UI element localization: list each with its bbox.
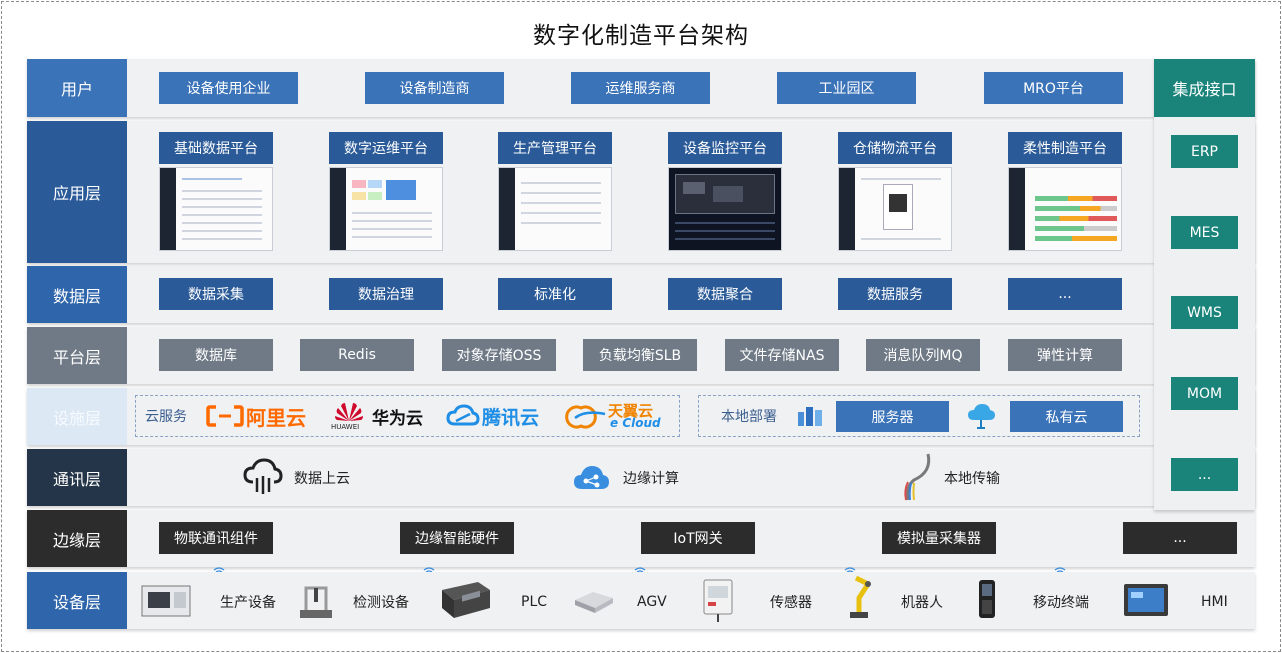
- data-item: 数据服务: [838, 278, 952, 310]
- tencent-cloud-logo-icon: [446, 404, 480, 426]
- device-item: HMI: [1201, 594, 1228, 610]
- data-row-label: 数据层: [27, 266, 127, 323]
- agv-robot-icon: [575, 592, 613, 613]
- integration-item: ERP: [1171, 135, 1238, 168]
- data-row: 数据层 数据采集 数据治理 标准化 数据聚合 数据服务 ...: [27, 266, 1255, 323]
- data-item: 数据聚合: [668, 278, 782, 310]
- platform-item: 数据库: [159, 339, 273, 371]
- industrial-robot-icon: [850, 575, 871, 618]
- user-item: MRO平台: [984, 72, 1123, 104]
- data-item: ...: [1008, 278, 1122, 310]
- app-item: 设备监控平台: [668, 132, 782, 164]
- platform-item: 消息队列MQ: [866, 339, 980, 371]
- comm-item: 边缘计算: [623, 471, 679, 487]
- edge-item: IoT网关: [641, 522, 755, 554]
- tianyi-cloud-logo-icon: [565, 405, 606, 429]
- app-row-label: 应用层: [27, 121, 127, 263]
- app-screenshot: [1008, 167, 1122, 251]
- device-row-label: 设备层: [27, 572, 127, 629]
- app-item: 仓储物流平台: [838, 132, 952, 164]
- device-item: 生产设备: [220, 595, 276, 611]
- data-item: 数据治理: [329, 278, 443, 310]
- platform-item: 负载均衡SLB: [583, 339, 697, 371]
- integration-header: 集成接口: [1154, 59, 1255, 117]
- integration-item: MOM: [1171, 377, 1238, 410]
- comm-item: 本地传输: [944, 471, 1000, 487]
- comm-row: 通讯层: [27, 449, 1255, 506]
- mobile-terminal-icon: [979, 580, 995, 618]
- diagram-title: 数字化制造平台架构: [533, 23, 749, 49]
- platform-item: Redis: [300, 339, 414, 371]
- aliyun-name: 阿里云: [246, 405, 306, 430]
- local-deploy-group: [698, 395, 1140, 437]
- cloud-services-label: 云服务: [145, 409, 187, 425]
- huawei-sub: HUAWEI: [331, 422, 360, 431]
- device-item: 传感器: [770, 595, 812, 611]
- edge-item: 物联通讯组件: [159, 522, 273, 554]
- data-item: 数据采集: [159, 278, 273, 310]
- app-screenshot: [838, 167, 952, 251]
- local-item-private-cloud: 私有云: [1010, 401, 1123, 432]
- plc-module-icon: [442, 582, 490, 618]
- integration-item: ...: [1171, 458, 1238, 491]
- device-row: 设备层: [27, 572, 1255, 629]
- tianyi-name: 天翼云: [608, 401, 654, 420]
- device-item: 机器人: [901, 595, 943, 611]
- platform-item: 弹性计算: [1008, 339, 1122, 371]
- edge-item: 边缘智能硬件: [400, 522, 514, 554]
- aliyun-logo-icon: [206, 405, 244, 427]
- cloud-services-group: [135, 395, 680, 437]
- private-cloud-icon: [968, 404, 995, 429]
- integration-item: MES: [1171, 216, 1238, 249]
- user-item: 工业园区: [777, 72, 916, 104]
- local-item-server: 服务器: [836, 401, 949, 432]
- integration-panel: 集成接口 ERP MES WMS MOM ...: [1154, 59, 1255, 510]
- edge-row-label: 边缘层: [27, 510, 127, 567]
- user-item: 运维服务商: [571, 72, 710, 104]
- edge-row: 边缘层 物联通讯组件 边缘智能硬件 IoT网关 模拟量采集器 ...: [27, 510, 1255, 567]
- app-screenshot: [668, 167, 782, 251]
- infra-row-label: 设施层: [27, 388, 127, 445]
- local-deploy-label: 本地部署: [721, 409, 777, 425]
- data-cloud-upload-icon: [243, 458, 283, 494]
- huawei-name: 华为云: [372, 408, 423, 429]
- local-cable-icon: [904, 453, 931, 501]
- platform-row-label: 平台层: [27, 327, 127, 384]
- comm-item: 数据上云: [294, 471, 350, 487]
- comm-row-label: 通讯层: [27, 449, 127, 506]
- device-item: AGV: [637, 594, 667, 610]
- hmi-panel-icon: [1124, 584, 1168, 616]
- app-item: 柔性制造平台: [1008, 132, 1122, 164]
- platform-row: 平台层 数据库 Redis 对象存储OSS 负载均衡SLB 文件存储NAS 消息…: [27, 327, 1255, 384]
- app-item: 数字运维平台: [329, 132, 443, 164]
- edge-item: ...: [1123, 522, 1237, 554]
- tencent-name: 腾讯云: [482, 406, 540, 429]
- integration-item: WMS: [1171, 296, 1238, 329]
- device-item: 移动终端: [1033, 595, 1089, 611]
- user-item: 设备使用企业: [159, 72, 298, 104]
- user-row: 用户 设备使用企业 设备制造商 运维服务商 工业园区 MRO平台: [27, 59, 1255, 117]
- device-item: 检测设备: [353, 595, 409, 611]
- user-row-label: 用户: [27, 59, 127, 117]
- data-item: 标准化: [498, 278, 612, 310]
- sensor-device-icon: [703, 579, 733, 622]
- cnc-machine-icon: [141, 585, 191, 617]
- app-item: 生产管理平台: [498, 132, 612, 164]
- tianyi-sub: e Cloud: [610, 416, 661, 430]
- app-screenshot: [498, 167, 612, 251]
- platform-item: 文件存储NAS: [725, 339, 839, 371]
- device-item: PLC: [521, 594, 548, 610]
- user-item: 设备制造商: [365, 72, 504, 104]
- app-item: 基础数据平台: [159, 132, 273, 164]
- app-screenshot: [159, 167, 273, 251]
- edge-computing-icon: [574, 466, 609, 489]
- app-screenshot: [329, 167, 443, 251]
- platform-item: 对象存储OSS: [442, 339, 556, 371]
- huawei-logo-icon: [335, 403, 363, 421]
- server-rack-icon: [798, 407, 822, 426]
- edge-item: 模拟量采集器: [882, 522, 996, 554]
- cmm-inspection-icon: [300, 586, 332, 618]
